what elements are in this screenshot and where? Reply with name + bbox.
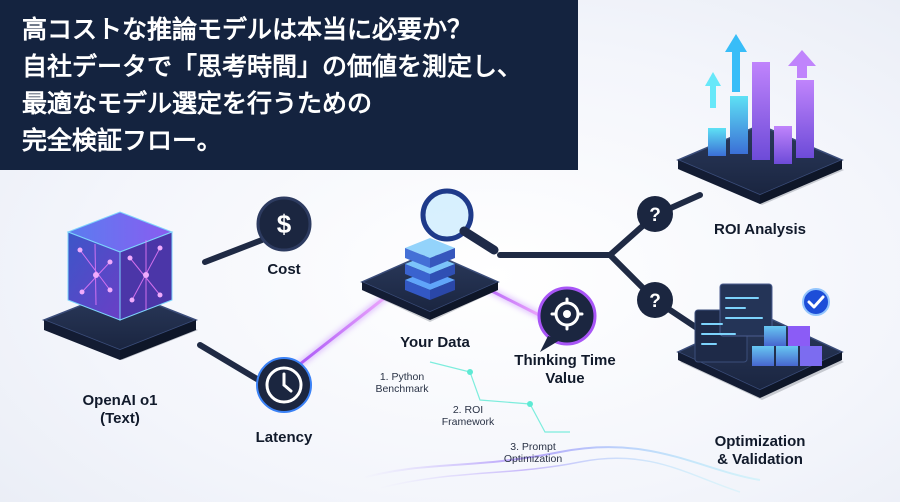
code-window-icon <box>694 283 773 363</box>
step-2-label: 2. ROI Framework <box>441 404 495 428</box>
thinking-bubble-icon <box>537 286 597 352</box>
glow-path <box>292 277 548 371</box>
headline-line-4: 完全検証フロー。 <box>22 126 222 155</box>
roi-bar-chart-icon <box>676 34 844 205</box>
step-3-label: 3. Prompt Optimization <box>503 441 563 465</box>
optimization-label: Optimization & Validation <box>714 433 806 468</box>
model-label: OpenAI o1 (Text) <box>82 392 158 427</box>
blocks-stack-icon <box>752 326 822 366</box>
line-model-to-cost <box>202 237 265 265</box>
cost-icon: $ <box>256 196 312 252</box>
svg-text:?: ? <box>649 205 661 226</box>
line-model-to-latency <box>197 342 265 385</box>
roi-label: ROI Analysis <box>714 221 806 238</box>
thinking-label: Thinking Time Value <box>514 352 616 387</box>
question-icon-bottom: ? <box>637 282 673 318</box>
svg-text:$: $ <box>277 209 292 239</box>
checkmark-icon <box>802 288 830 316</box>
database-stack <box>360 238 500 322</box>
headline-line-2: 自社データで「思考時間」の価値を測定し、 <box>22 52 523 81</box>
up-arrows-icon <box>705 34 816 108</box>
data-label: Your Data <box>400 334 470 351</box>
clock-icon <box>256 357 312 413</box>
steps-path <box>361 361 761 493</box>
magnifier-icon <box>420 188 499 255</box>
svg-text:?: ? <box>649 291 661 312</box>
optimization-code-icon <box>676 283 844 400</box>
headline-banner: 高コストな推論モデルは本当に必要か？ 自社データで「思考時間」の価値を測定し、 … <box>0 0 578 170</box>
model-cube <box>41 211 199 360</box>
headline-line-1: 高コストな推論モデルは本当に必要か？ <box>22 15 473 44</box>
question-icon-top: ? <box>637 196 673 232</box>
latency-label: Latency <box>255 429 313 446</box>
cost-label: Cost <box>267 261 301 278</box>
step-1-label: 1. Python Benchmark <box>375 371 429 395</box>
headline-line-3: 最適なモデル選定を行うための <box>22 89 373 118</box>
